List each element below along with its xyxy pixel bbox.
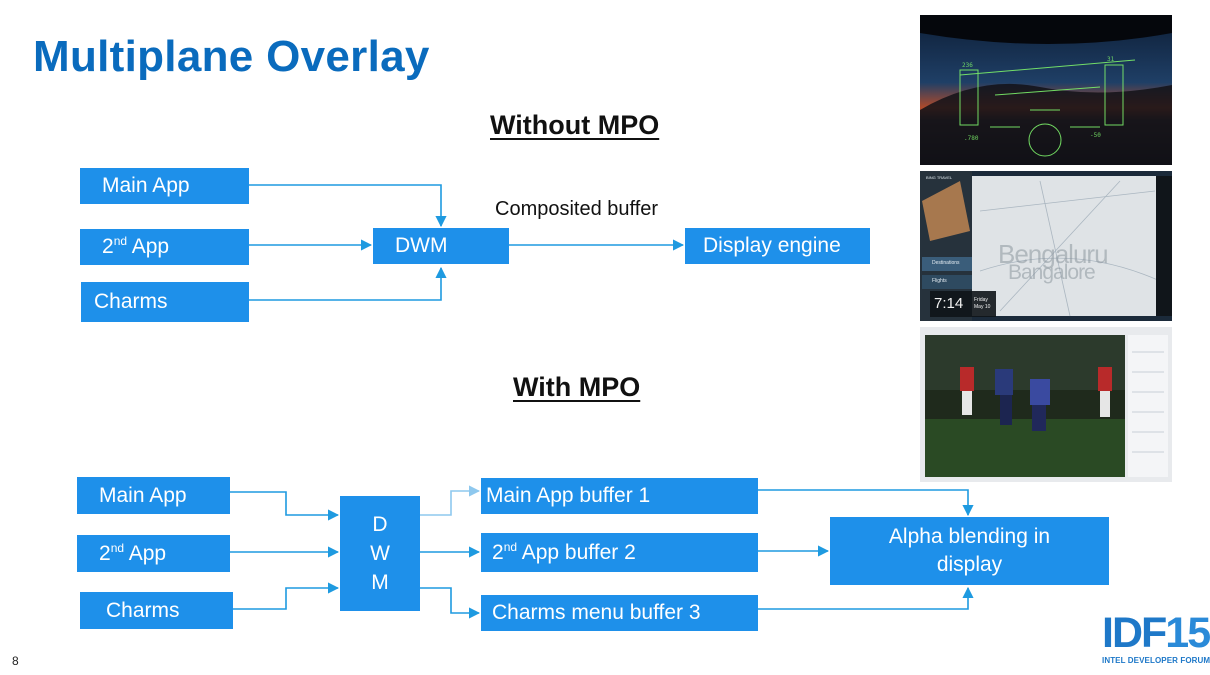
charms-box: Charms — [81, 282, 249, 322]
logo-tagline: INTEL DEVELOPER FORUM — [1102, 656, 1210, 665]
second-app-box: 2nd App — [80, 229, 249, 265]
display-engine-box: Display engine — [685, 228, 870, 264]
map-city-label: Bengaluru — [998, 239, 1109, 269]
arrow-dwm-to-buffer1 — [420, 485, 481, 516]
arrow-charms-to-dwm-mpo — [233, 582, 340, 610]
alpha-blending-box: Alpha blending in display — [830, 517, 1109, 585]
mpo-second-app-box: 2nd App — [77, 535, 230, 572]
mpo-dwm-box: D W M — [340, 496, 420, 611]
slide-title: Multiplane Overlay — [33, 32, 430, 81]
svg-text:31: 31 — [1107, 56, 1115, 63]
dwm-box: DWM — [373, 228, 509, 264]
charms-buffer3-box: Charms menu buffer 3 — [481, 595, 758, 631]
logo-wordmark: IDF15 — [1102, 609, 1210, 657]
page-number: 8 — [12, 654, 19, 668]
map-app-name: BING TRAVEL — [926, 175, 953, 180]
second-app-buffer2-box: 2nd App buffer 2 — [481, 533, 758, 572]
map-clock-time: 7:14 — [934, 295, 964, 312]
arrow-charms-to-dwm — [249, 266, 447, 301]
mpo-main-app-box: Main App — [77, 477, 230, 514]
with-mpo-arrows — [230, 489, 974, 619]
main-app-buffer1-box: Main App buffer 1 — [481, 478, 758, 514]
idf15-logo: IDF15 INTEL DEVELOPER FORUM — [1102, 609, 1210, 672]
map-clock-date: Friday May 10 — [974, 297, 991, 310]
without-mpo-arrows — [249, 184, 685, 301]
arrow-buffer1-to-alpha — [758, 489, 974, 517]
svg-text:236: 236 — [962, 62, 973, 69]
map-menu-destinations: Destinations — [932, 260, 960, 266]
arrow-mainapp-to-dwm-mpo — [230, 491, 340, 521]
with-mpo-heading: With MPO — [513, 372, 641, 402]
composited-buffer-label: Composited buffer — [495, 198, 659, 220]
arrow-mainapp-to-dwm — [249, 184, 447, 228]
arrow-dwm-to-buffer3 — [420, 587, 481, 619]
main-app-box: Main App — [80, 168, 249, 204]
cockpit-hud-photo: 236 31 .780 -50 — [920, 15, 1172, 165]
arrow-buffer3-to-alpha — [758, 586, 974, 610]
without-mpo-heading: Without MPO — [490, 110, 660, 140]
map-city-alt-label: Bangalore — [1008, 261, 1096, 284]
map-tablet-photo: BING TRAVEL Destinations Flights Bengalu… — [920, 171, 1172, 321]
svg-text:-50: -50 — [1090, 132, 1101, 139]
mpo-charms-box: Charms — [80, 592, 233, 629]
map-menu-flights: Flights — [932, 278, 947, 284]
svg-text:.780: .780 — [964, 135, 979, 142]
rugby-video-photo — [920, 327, 1172, 482]
